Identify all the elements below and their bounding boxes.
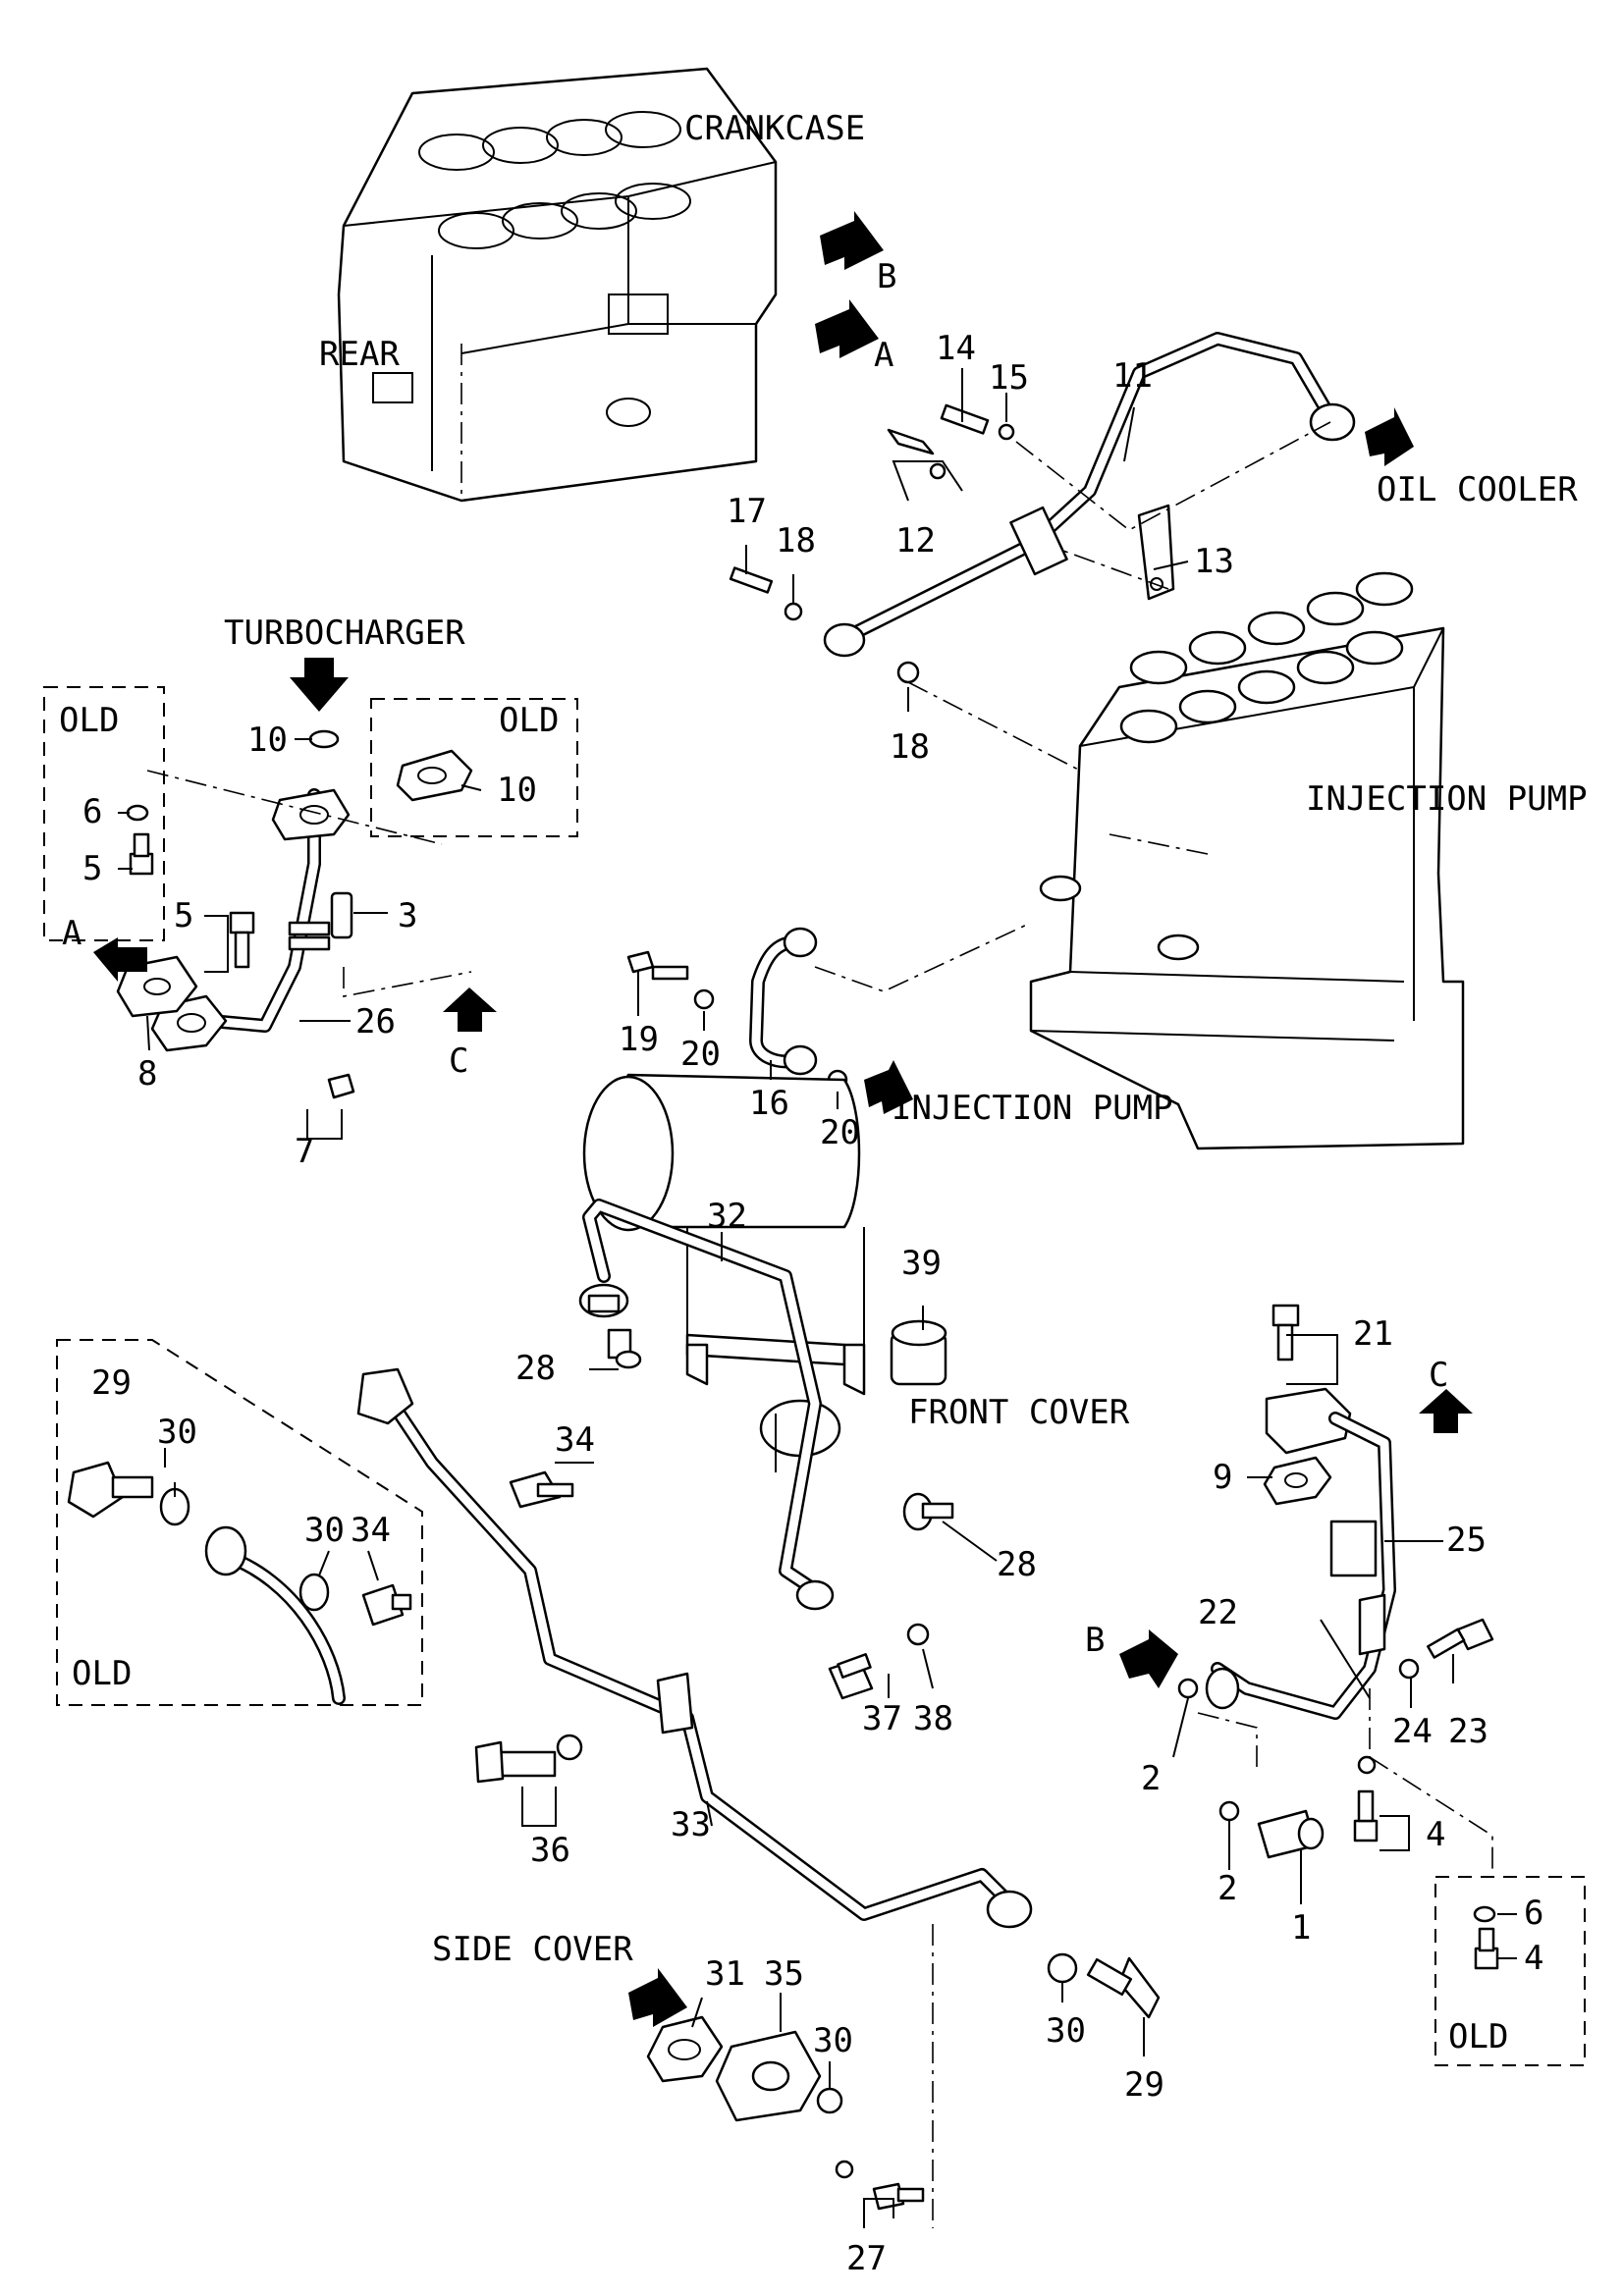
callout-18b: 18 [890, 727, 930, 767]
callout-10b: 10 [497, 771, 537, 810]
arrow-a-top-icon [815, 299, 879, 358]
callout-39: 39 [901, 1244, 942, 1283]
part-callouts: 14 15 11 17 18 12 13 18 10 10 6 5 5 3 26… [82, 329, 1543, 2278]
label-old-2: OLD [499, 701, 559, 740]
label-injection-pump-top: INJECTION PUMP [1306, 779, 1588, 819]
callout-2b: 2 [1217, 1869, 1237, 1908]
pipe-16 [626, 922, 1032, 1091]
arrow-a-left-icon [93, 937, 147, 982]
arrow-c-left-icon [443, 988, 497, 1032]
callout-5a: 5 [82, 849, 102, 888]
callout-30c: 30 [813, 2021, 853, 2060]
injection-pump-drawing [1029, 571, 1465, 1150]
section-labels: CRANKCASE REAR OIL COOLER TURBOCHARGER I… [59, 109, 1588, 2056]
callout-35: 35 [764, 1954, 804, 1994]
callout-29b: 29 [1124, 2065, 1164, 2105]
callout-10a: 10 [247, 721, 288, 760]
callout-13: 13 [1194, 542, 1234, 581]
arrow-c-right-icon [1419, 1389, 1473, 1433]
label-old-1: OLD [59, 701, 119, 740]
arrow-turbocharger-icon [290, 658, 349, 712]
callout-19: 19 [619, 1020, 659, 1059]
label-arrow-b-top: B [877, 257, 896, 296]
callout-30d: 30 [1046, 2011, 1086, 2051]
callout-37: 37 [862, 1699, 902, 1738]
label-oil-cooler: OIL COOLER [1377, 470, 1578, 509]
label-rear: REAR [319, 335, 400, 374]
callout-6b: 6 [1524, 1894, 1543, 1933]
callout-17: 17 [727, 492, 767, 531]
label-injection-pump-bottom: INJECTION PUMP [892, 1089, 1173, 1128]
callout-26: 26 [355, 1002, 396, 1041]
callout-32: 32 [707, 1197, 747, 1236]
label-arrow-c-left: C [449, 1041, 468, 1081]
callout-34a: 34 [351, 1511, 391, 1550]
callout-11: 11 [1112, 356, 1153, 396]
callout-1: 1 [1291, 1908, 1311, 1948]
oil-cooler-pipe-assembly [729, 332, 1356, 776]
callout-4b: 4 [1524, 1939, 1543, 1978]
callout-18a: 18 [776, 521, 816, 561]
arrow-b-right-icon [1119, 1629, 1178, 1688]
old-boxes [43, 686, 1586, 2066]
callout-20b: 20 [820, 1113, 860, 1152]
injection-pump-valves [1119, 571, 1414, 744]
crankcase-drawing [337, 67, 778, 503]
callout-21: 21 [1353, 1314, 1393, 1354]
callout-12: 12 [895, 521, 936, 561]
label-arrow-a-left: A [62, 914, 81, 953]
callout-2a: 2 [1141, 1759, 1161, 1798]
callout-5b: 5 [174, 896, 193, 935]
callout-23: 23 [1448, 1712, 1488, 1751]
pipe-33 [356, 1367, 1033, 2228]
callout-25: 25 [1446, 1521, 1487, 1560]
callout-4a: 4 [1426, 1815, 1445, 1854]
side-cover-parts [474, 1328, 1161, 2211]
label-arrow-b-right: B [1085, 1621, 1105, 1660]
callout-22: 22 [1198, 1593, 1238, 1632]
callout-24: 24 [1392, 1712, 1433, 1751]
arrow-side-cover-icon [628, 1968, 687, 2027]
label-arrow-a-top: A [874, 336, 893, 375]
arrow-b-top-icon [820, 211, 884, 270]
arrow-injection-pump-icon [864, 1060, 913, 1114]
callout-7: 7 [295, 1132, 314, 1171]
callout-38: 38 [913, 1699, 953, 1738]
pipe-25-22 [1177, 1304, 1494, 1875]
arrow-oil-cooler-icon [1365, 407, 1414, 466]
callout-30a: 30 [157, 1413, 197, 1452]
callout-33: 33 [671, 1805, 711, 1844]
callout-8: 8 [137, 1054, 157, 1094]
old-box-parts [67, 749, 1499, 1970]
label-turbocharger: TURBOCHARGER [224, 614, 465, 653]
callout-16: 16 [749, 1084, 789, 1123]
pipe-32 [578, 1199, 835, 1611]
callout-28a: 28 [515, 1349, 556, 1388]
callout-6a: 6 [82, 792, 102, 831]
callout-9: 9 [1213, 1458, 1232, 1497]
callout-15: 15 [989, 358, 1029, 398]
label-crankcase: CRANKCASE [684, 109, 865, 148]
callout-3: 3 [398, 896, 417, 935]
callout-14: 14 [936, 329, 976, 368]
callout-30b: 30 [304, 1511, 345, 1550]
callout-29a: 29 [91, 1363, 132, 1403]
label-front-cover: FRONT COVER [908, 1393, 1130, 1432]
label-old-4: OLD [1448, 2017, 1508, 2056]
callout-36: 36 [530, 1831, 570, 1870]
direction-arrows [93, 211, 1473, 2027]
callout-20a: 20 [680, 1035, 721, 1074]
leader-lines [118, 368, 1517, 2228]
label-side-cover: SIDE COVER [432, 1930, 633, 1969]
callout-31: 31 [705, 1954, 745, 1994]
front-cover-filter-drawing [582, 1073, 947, 1472]
callout-28b: 28 [997, 1545, 1037, 1584]
label-arrow-c-right: C [1429, 1356, 1448, 1395]
label-old-3: OLD [72, 1654, 132, 1693]
callout-27: 27 [846, 2239, 887, 2278]
callout-34b: 34 [555, 1420, 595, 1460]
